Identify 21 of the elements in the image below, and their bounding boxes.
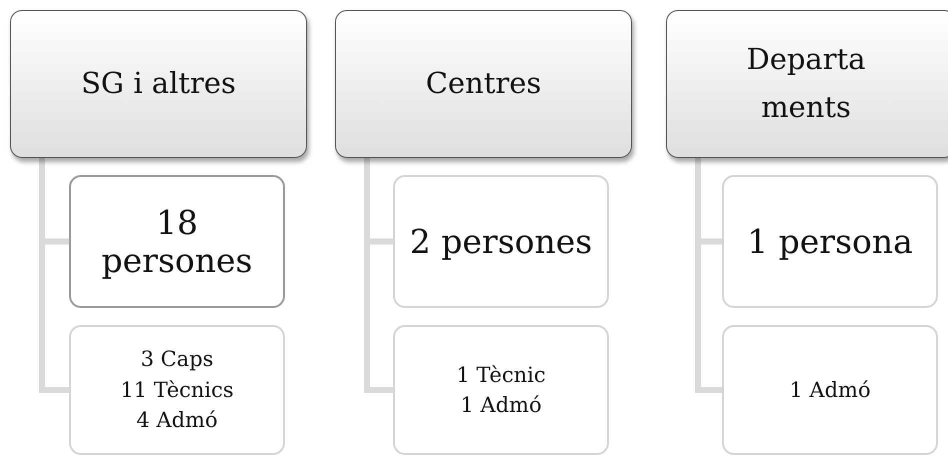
- node-text: 18 persones: [100, 204, 254, 280]
- node-text: 3 Caps: [140, 346, 214, 374]
- unit-box: [335, 10, 632, 158]
- node-text: 2 persones: [410, 222, 592, 260]
- staff-breakdown-box: [722, 325, 938, 455]
- headcount-box: [69, 175, 285, 308]
- node-text: Centres: [426, 65, 542, 102]
- node-text: 1 Admó: [460, 392, 542, 419]
- node-text: SG i altres: [81, 65, 236, 102]
- staff-breakdown-box: [393, 325, 609, 455]
- node-text: 1 Tècnic: [456, 362, 546, 389]
- node-text: 1 Admó: [789, 376, 871, 404]
- staff-breakdown-box: [69, 325, 285, 455]
- headcount-box: [393, 175, 609, 308]
- node-text: 4 Admó: [136, 407, 218, 434]
- node-text: 11 Tècnics: [120, 376, 234, 404]
- node-text: 1 persona: [747, 222, 913, 260]
- node-text: Departa ments: [745, 41, 867, 126]
- unit-box: [666, 10, 948, 158]
- unit-box: [10, 10, 307, 158]
- headcount-box: [722, 175, 938, 308]
